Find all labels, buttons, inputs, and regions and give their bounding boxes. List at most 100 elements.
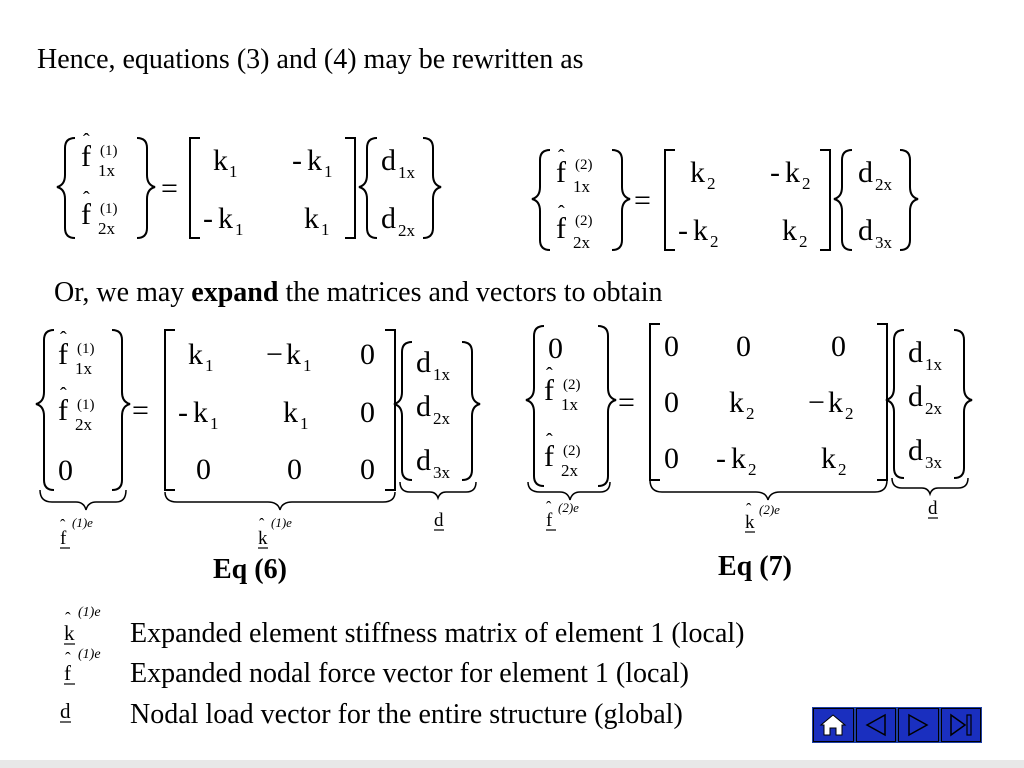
- svg-text:-: -: [292, 144, 302, 177]
- svg-text:(2): (2): [563, 443, 581, 459]
- svg-text:ˆ: ˆ: [60, 384, 67, 406]
- triangle-right-icon: [908, 713, 929, 737]
- svg-text:f: f: [60, 528, 67, 549]
- svg-text:k: k: [286, 338, 301, 371]
- svg-text:f: f: [544, 440, 554, 473]
- equation-6: f ˆ (1) 1x f ˆ (1) 2x 0 = k 1 − k 1 0 - …: [35, 328, 481, 549]
- svg-text:2: 2: [748, 460, 757, 479]
- svg-text:1: 1: [300, 414, 309, 433]
- svg-text:-: -: [678, 214, 688, 247]
- svg-text:d: d: [381, 144, 396, 177]
- svg-text:ˆ: ˆ: [65, 609, 71, 628]
- svg-text:2: 2: [799, 232, 808, 251]
- svg-text:1x: 1x: [561, 395, 579, 414]
- triangle-left-icon: [865, 713, 886, 737]
- svg-text:0: 0: [548, 332, 563, 365]
- svg-text:2x: 2x: [573, 233, 591, 252]
- svg-text:1: 1: [210, 414, 219, 433]
- svg-text:1: 1: [324, 162, 333, 181]
- svg-text:(2)e: (2)e: [558, 500, 579, 515]
- svg-text:0: 0: [360, 396, 375, 429]
- svg-text:ˆ: ˆ: [558, 146, 565, 168]
- legend-item-k: Expanded element stiffness matrix of ele…: [130, 618, 745, 649]
- svg-text:k: k: [283, 396, 298, 429]
- svg-text:(1)e: (1)e: [72, 515, 93, 530]
- svg-text:1x: 1x: [433, 365, 451, 384]
- f-symbol: f: [81, 198, 91, 231]
- svg-text:ˆ: ˆ: [546, 364, 553, 386]
- svg-text:0: 0: [287, 453, 302, 486]
- svg-text:ˆ: ˆ: [546, 499, 552, 516]
- svg-text:ˆ: ˆ: [546, 430, 553, 452]
- svg-text:1x: 1x: [573, 177, 591, 196]
- svg-text:f: f: [556, 212, 566, 245]
- previous-button[interactable]: [855, 708, 896, 742]
- legend-item-f: Expanded nodal force vector for element …: [130, 658, 689, 689]
- svg-text:(1): (1): [77, 397, 95, 413]
- svg-text:k: k: [782, 214, 797, 247]
- equals-sign: =: [161, 172, 178, 205]
- svg-text:=: =: [634, 184, 651, 217]
- left-brace: [56, 137, 76, 239]
- svg-text:−: −: [808, 386, 825, 419]
- bottom-strip: [0, 760, 1024, 768]
- svg-text:k: k: [188, 338, 203, 371]
- svg-text:(1)e: (1)e: [78, 647, 101, 662]
- svg-text:f: f: [58, 338, 68, 371]
- svg-text:ˆ: ˆ: [60, 517, 66, 534]
- legend-item-d: Nodal load vector for the entire structu…: [130, 699, 683, 730]
- skip-end-icon: [950, 713, 972, 737]
- svg-text:0: 0: [360, 453, 375, 486]
- svg-text:0: 0: [664, 386, 679, 419]
- svg-text:(1)e: (1)e: [271, 515, 292, 530]
- svg-text:d: d: [858, 214, 873, 247]
- eq7-label: Eq (7): [718, 551, 792, 582]
- svg-text:f: f: [58, 394, 68, 427]
- svg-text:ˆ: ˆ: [65, 649, 71, 668]
- next-button[interactable]: [898, 708, 939, 742]
- svg-text:=: =: [618, 386, 635, 419]
- svg-text:ˆ: ˆ: [60, 328, 67, 350]
- svg-text:2x: 2x: [561, 461, 579, 480]
- svg-text:=: =: [132, 394, 149, 427]
- svg-text:d: d: [434, 510, 444, 531]
- svg-text:2: 2: [707, 174, 716, 193]
- svg-text:f: f: [556, 156, 566, 189]
- legend-symbols: k ˆ (1)e f ˆ (1)e d: [60, 605, 101, 723]
- svg-text:0: 0: [196, 453, 211, 486]
- svg-text:k: k: [307, 144, 322, 177]
- svg-text:(1): (1): [100, 143, 118, 159]
- equation-7: 0 f ˆ (2) 1x f ˆ (2) 2x = 0 0 0 0 k 2 − …: [525, 323, 973, 533]
- svg-text:k: k: [731, 442, 746, 475]
- svg-text:d: d: [60, 699, 71, 723]
- expand-text: Or, we may expand the matrices and vecto…: [54, 277, 663, 308]
- svg-text:1: 1: [235, 220, 244, 239]
- svg-text:3x: 3x: [875, 233, 893, 252]
- svg-text:-: -: [203, 202, 213, 235]
- svg-text:2: 2: [710, 232, 719, 251]
- svg-text:k: k: [193, 396, 208, 429]
- svg-text:ˆ: ˆ: [558, 202, 565, 224]
- svg-text:k: k: [304, 202, 319, 235]
- svg-text:1x: 1x: [75, 359, 93, 378]
- svg-text:d: d: [416, 390, 431, 423]
- svg-text:(1): (1): [77, 341, 95, 357]
- eq6-label: Eq (6): [213, 554, 287, 585]
- svg-text:d: d: [416, 444, 431, 477]
- home-button[interactable]: [813, 708, 854, 742]
- svg-text:1: 1: [205, 356, 214, 375]
- svg-text:f: f: [546, 510, 553, 531]
- svg-text:k: k: [729, 386, 744, 419]
- svg-text:0: 0: [664, 330, 679, 363]
- svg-text:k: k: [213, 144, 228, 177]
- svg-text:2x: 2x: [433, 409, 451, 428]
- svg-text:k: k: [785, 156, 800, 189]
- svg-text:(2): (2): [575, 157, 593, 173]
- svg-text:(2): (2): [563, 377, 581, 393]
- svg-text:d: d: [858, 156, 873, 189]
- svg-text:1x: 1x: [398, 163, 416, 182]
- svg-text:d: d: [416, 346, 431, 379]
- svg-text:ˆ: ˆ: [83, 188, 90, 210]
- last-button[interactable]: [940, 708, 981, 742]
- svg-text:0: 0: [831, 330, 846, 363]
